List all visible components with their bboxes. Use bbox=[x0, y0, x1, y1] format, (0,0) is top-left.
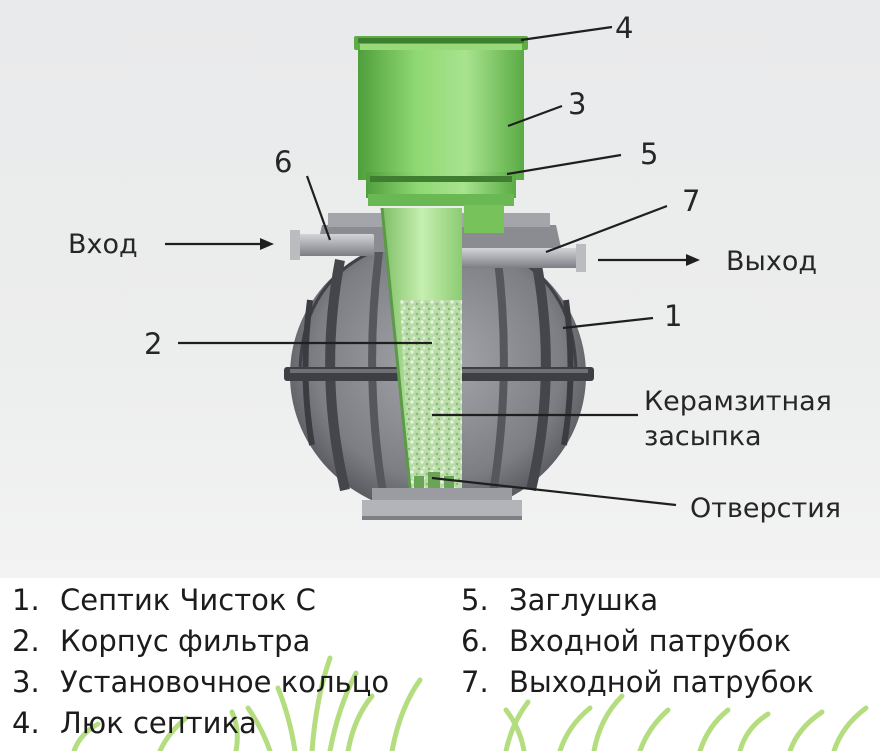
leader-5 bbox=[506, 153, 622, 176]
outlet-label: Выход bbox=[726, 246, 817, 277]
callout-5: 5 bbox=[640, 137, 658, 171]
installation-ring bbox=[358, 44, 524, 233]
leader-4 bbox=[520, 25, 613, 42]
diagram-area: Вход Выход Керамзитная засыпка Отверстия… bbox=[0, 0, 880, 578]
leader-6 bbox=[305, 175, 332, 241]
callout-2: 2 bbox=[144, 327, 162, 361]
leader-1 bbox=[562, 316, 654, 330]
holes-label: Отверстия bbox=[690, 493, 841, 524]
septic-diagram: Вход Выход Керамзитная засыпка Отверстия… bbox=[68, 11, 841, 524]
legend-area: 1.Септик Чисток С 2.Корпус фильтра 3.Уст… bbox=[0, 578, 880, 751]
leader-3 bbox=[507, 104, 563, 128]
outlet-arrow bbox=[598, 254, 700, 266]
outlet-pipe bbox=[442, 244, 586, 272]
leader-7 bbox=[545, 204, 668, 254]
legend-item-1: 1.Септик Чисток С bbox=[12, 583, 316, 617]
inlet-arrow bbox=[165, 238, 274, 250]
legend-item-7: 7.Выходной патрубок bbox=[461, 665, 814, 699]
inlet-label: Вход bbox=[68, 229, 138, 260]
fill-label-line1: Керамзитная bbox=[644, 386, 832, 417]
legend-left-column: 1.Септик Чисток С 2.Корпус фильтра 3.Уст… bbox=[12, 580, 389, 744]
filter-body bbox=[380, 207, 462, 489]
callout-7: 7 bbox=[682, 184, 700, 218]
legend-item-4: 4.Люк септика bbox=[12, 706, 257, 740]
legend-right-column: 5.Заглушка 6.Входной патрубок 7.Выходной… bbox=[461, 580, 814, 703]
grass-decoration bbox=[71, 655, 869, 751]
callout-4: 4 bbox=[615, 11, 633, 45]
callout-6: 6 bbox=[274, 145, 292, 179]
fill-label-line2: засыпка bbox=[644, 421, 762, 452]
inlet-pipe bbox=[290, 230, 374, 260]
callout-3: 3 bbox=[568, 87, 586, 121]
callout-1: 1 bbox=[664, 299, 682, 333]
legend-item-6: 6.Входной патрубок bbox=[461, 624, 791, 658]
legend-item-5: 5.Заглушка bbox=[461, 583, 659, 617]
legend-item-2: 2.Корпус фильтра bbox=[12, 624, 311, 658]
legend-item-3: 3.Установочное кольцо bbox=[12, 665, 390, 699]
tank-hatch bbox=[354, 36, 528, 50]
leader-holes bbox=[431, 476, 677, 507]
septic-tank-body bbox=[284, 233, 594, 520]
